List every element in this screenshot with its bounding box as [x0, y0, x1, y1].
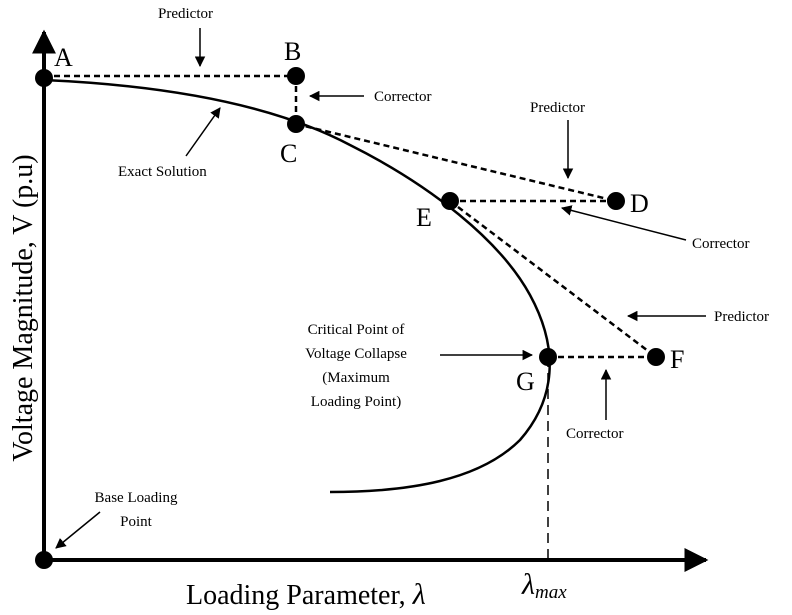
label-critical-point: Critical Point of Voltage Collapse (Maxi…: [305, 322, 407, 410]
arrow-corrector-ed: [560, 205, 687, 241]
label-predictor-top: Predictor: [158, 6, 213, 22]
point-e: [441, 192, 459, 210]
point-label-a: A: [54, 43, 73, 72]
point-label-g: G: [516, 367, 535, 396]
point-c: [287, 115, 305, 133]
point-label-d: D: [630, 189, 649, 218]
point-d: [607, 192, 625, 210]
x-axis-label: Loading Parameter, λ: [186, 578, 426, 611]
point-label-b: B: [284, 37, 301, 66]
critical-point-line-4: Loading Point): [311, 394, 401, 410]
base-loading-line-1: Base Loading: [95, 490, 178, 506]
label-corrector-gf: Corrector: [566, 426, 623, 442]
critical-point-line-1: Critical Point of: [308, 322, 405, 338]
predictor-line-cd: [295, 122, 617, 203]
critical-point-line-3: (Maximum: [322, 370, 390, 386]
x-axis-lambda: λ: [412, 578, 426, 611]
label-predictor-ef: Predictor: [714, 309, 769, 325]
predictor-line-ef: [449, 200, 657, 358]
label-base-loading: Base Loading Point: [95, 490, 178, 530]
lambda-max-symbol: λ: [521, 568, 535, 601]
critical-point-line-2: Voltage Collapse: [305, 346, 407, 362]
label-predictor-cd: Predictor: [530, 100, 585, 116]
arrow-base-loading: [55, 511, 101, 549]
arrow-exact-solution: [185, 107, 221, 157]
point-base: [35, 551, 53, 569]
x-axis-label-text: Loading Parameter,: [186, 580, 413, 611]
label-corrector-bc: Corrector: [374, 89, 431, 105]
label-corrector-ed: Corrector: [692, 236, 749, 252]
point-a: [35, 69, 53, 87]
lambda-max-label: λmax: [521, 568, 567, 603]
lambda-max-subscript: max: [535, 582, 567, 603]
point-label-e: E: [416, 203, 432, 232]
base-loading-line-2: Point: [120, 514, 153, 530]
point-g: [539, 348, 557, 366]
point-label-f: F: [670, 345, 684, 374]
point-b: [287, 67, 305, 85]
exact-solution-curve: [43, 78, 551, 494]
y-axis-label: Voltage Magnitude, V (p.u): [8, 154, 39, 461]
point-label-c: C: [280, 139, 297, 168]
label-exact-solution: Exact Solution: [118, 164, 207, 180]
point-f: [647, 348, 665, 366]
